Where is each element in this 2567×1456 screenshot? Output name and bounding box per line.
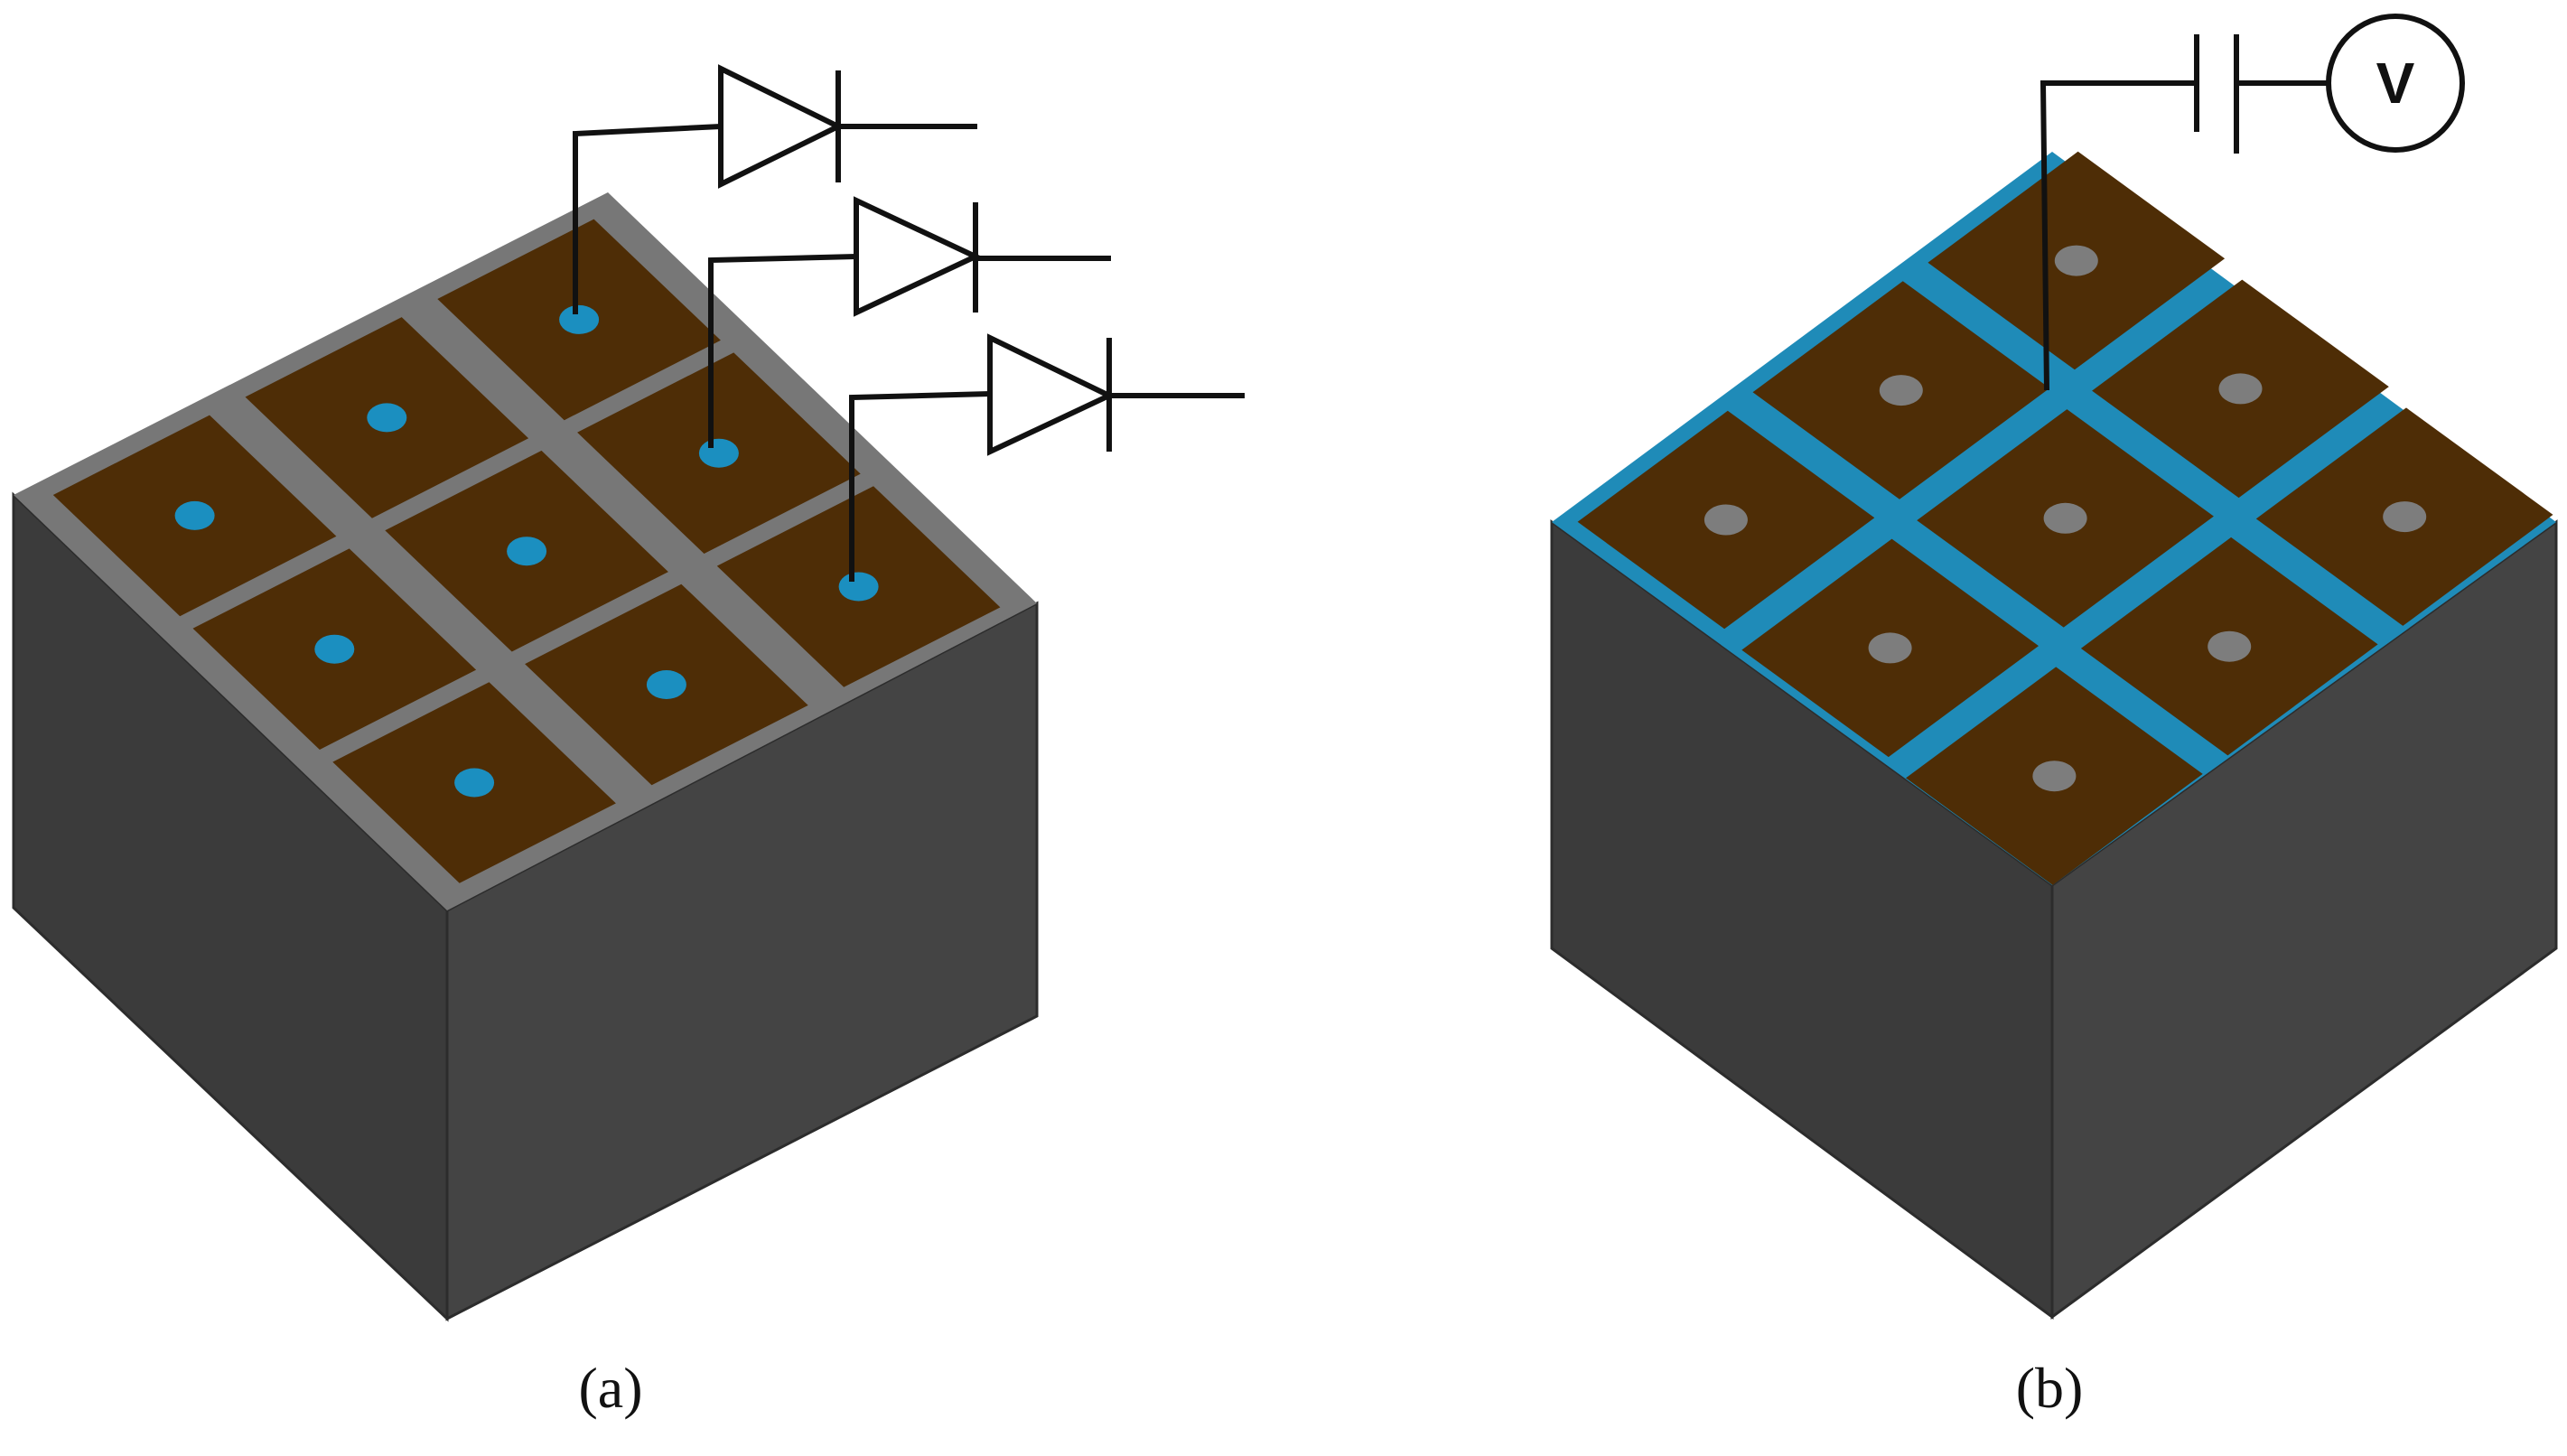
contact-dot: [2054, 245, 2098, 276]
contact-dot: [2383, 501, 2427, 533]
contact-dot: [507, 537, 547, 566]
contact-dot: [1868, 632, 1912, 664]
contact-dot: [2218, 373, 2263, 405]
panel-b-contacts: [1704, 245, 2427, 792]
diode-2-triangle: [854, 196, 983, 317]
voltmeter-symbol: V: [2376, 51, 2415, 116]
contact-dot: [367, 403, 407, 433]
panel-b-diagram: V: [1550, 14, 2558, 1320]
diode-2: [708, 196, 1111, 448]
contact-dot: [1879, 375, 1923, 406]
panel-b-caption: (b): [2015, 1356, 2084, 1420]
panel-a-caption: (a): [578, 1356, 643, 1420]
contact-dot: [314, 634, 355, 664]
contact-dot: [838, 572, 879, 602]
wire: [708, 254, 857, 448]
contact-dot: [2208, 630, 2252, 662]
panel-a-contacts: [174, 304, 879, 798]
panel-b-voltmeter-circuit: [2040, 14, 2465, 391]
contact-dot: [646, 670, 686, 699]
wire: [2040, 80, 2197, 391]
wire: [849, 391, 991, 582]
voltmeter-circle: [2326, 14, 2465, 153]
contact-dot: [2032, 761, 2077, 792]
contact-dot: [698, 438, 739, 468]
contact-dot: [559, 304, 600, 334]
panel-a-diagram: [12, 64, 1245, 1322]
contact-dot: [454, 768, 495, 798]
diode-1: [573, 64, 977, 314]
diode-1-triangle: [718, 64, 845, 189]
contact-dot: [2043, 502, 2087, 534]
diode-3-triangle: [987, 333, 1115, 456]
wire: [573, 124, 722, 314]
contact-dot: [174, 500, 215, 530]
panel-a-diode-circuits: [573, 64, 1245, 582]
contact-dot: [1704, 504, 1748, 536]
diode-3: [849, 333, 1245, 582]
